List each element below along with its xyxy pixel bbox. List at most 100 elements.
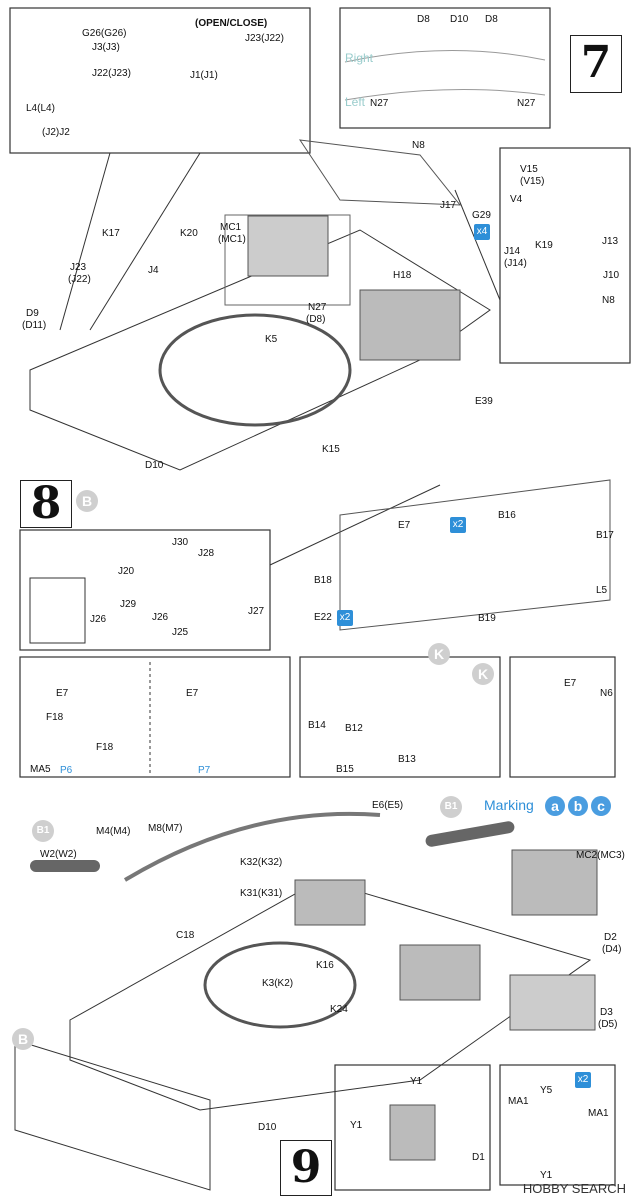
marking-option-b: b: [568, 796, 588, 816]
watermark: HOBBY SEARCH: [522, 1181, 626, 1196]
part-label: W2(W2): [40, 849, 77, 860]
part-label: J22(J23): [92, 68, 131, 79]
step-7-number: 7: [570, 35, 622, 93]
part-label: N8: [412, 140, 425, 151]
part-label: E39: [475, 396, 493, 407]
part-label: K19: [535, 240, 553, 251]
marking-option-a: a: [545, 796, 565, 816]
part-label: J27: [248, 606, 265, 617]
part-label: J26: [90, 614, 107, 625]
part-label: (J22): [68, 274, 91, 285]
part-label: J25: [172, 627, 189, 638]
part-label: Y1: [350, 1120, 363, 1131]
part-label: J3(J3): [92, 42, 120, 53]
part-label: E7: [186, 688, 199, 699]
sub-assembly-k-inset: K: [472, 663, 494, 685]
part-label: N27: [517, 98, 536, 109]
part-label: (D5): [598, 1019, 618, 1030]
part-label: J28: [198, 548, 215, 559]
part-label: J4: [148, 265, 159, 276]
part-label: D10: [145, 460, 164, 471]
part-label: J20: [118, 566, 135, 577]
rail-left-label: Left: [345, 95, 366, 109]
part-label: D9: [26, 308, 39, 319]
part-label: B16: [498, 510, 516, 521]
part-label: MA1: [508, 1096, 529, 1107]
part-label: D2: [604, 932, 617, 943]
part-label: E7: [564, 678, 577, 689]
part-label: K16: [316, 960, 334, 971]
part-label: J26: [152, 612, 169, 623]
rail-right-label: Right: [345, 51, 374, 65]
part-label: MC1: [220, 222, 242, 233]
part-label: K17: [102, 228, 120, 239]
part-label: J13: [602, 236, 619, 247]
part-label: B18: [314, 575, 332, 586]
part-label: N6: [600, 688, 613, 699]
part-label: L5: [596, 585, 608, 596]
part-label: D1: [472, 1152, 485, 1163]
part-label: B15: [336, 764, 354, 775]
part-label: N27: [308, 302, 327, 313]
sub-assembly-k: K: [428, 643, 450, 665]
part-label: M4(M4): [96, 826, 131, 837]
part-label: J10: [603, 270, 620, 281]
part-label: N27: [370, 98, 389, 109]
part-label: G26(G26): [82, 28, 127, 39]
part-label: D10: [450, 14, 469, 25]
part-label: D8: [485, 14, 498, 25]
part-label: MC2(MC3): [576, 850, 625, 861]
marking-label: Marking: [484, 797, 534, 813]
part-label: J17: [440, 200, 457, 211]
part-label: K32(K32): [240, 857, 283, 868]
sub-assembly-b1-left: B1: [32, 820, 54, 842]
marking-option-c: c: [591, 796, 611, 816]
part-label: F18: [96, 742, 114, 753]
part-label: (J14): [504, 258, 527, 269]
part-label: E22: [314, 612, 332, 623]
part-label: Y1: [540, 1170, 553, 1181]
paint-label: P7: [198, 765, 211, 776]
part-label: J30: [172, 537, 189, 548]
part-label: J23: [70, 262, 87, 273]
part-label: N8: [602, 295, 615, 306]
part-label: J14: [504, 246, 521, 257]
open-close-label: (OPEN/CLOSE): [195, 18, 268, 29]
part-label: J29: [120, 599, 137, 610]
sub-assembly-b: B: [76, 490, 98, 512]
part-label: (D4): [602, 944, 622, 955]
part-label: H18: [393, 270, 412, 281]
paint-label: P6: [60, 765, 73, 776]
part-label: B17: [596, 530, 614, 541]
part-label: B12: [345, 723, 363, 734]
part-label: (D11): [22, 320, 47, 331]
part-label: (D8): [306, 314, 326, 325]
part-label: (V15): [520, 176, 545, 187]
part-label: K24: [330, 1004, 348, 1015]
part-label: E7: [56, 688, 69, 699]
part-label: K20: [180, 228, 198, 239]
part-label: (J2)J2: [42, 127, 70, 138]
part-label: J1(J1): [190, 70, 218, 81]
quantity-x2-icon: x2: [450, 517, 466, 533]
part-label: G29: [472, 210, 491, 221]
part-label: MA1: [588, 1108, 609, 1119]
part-label: E7: [398, 520, 411, 531]
sub-assembly-b-bottom: B: [12, 1028, 34, 1050]
part-label: (MC1): [218, 234, 246, 245]
part-label: D3: [600, 1007, 613, 1018]
part-label: B13: [398, 754, 416, 765]
part-label: K31(K31): [240, 888, 283, 899]
quantity-x2-icon: x2: [337, 610, 353, 626]
part-label: B19: [478, 613, 496, 624]
quantity-x2-icon: x2: [575, 1072, 591, 1088]
step-9-number: 9: [280, 1140, 332, 1196]
part-label: E6(E5): [372, 800, 404, 811]
part-label: J23(J22): [245, 33, 284, 44]
part-label: D10: [258, 1122, 277, 1133]
part-label: D8: [417, 14, 430, 25]
part-label: MA5: [30, 764, 51, 775]
part-label: C18: [176, 930, 195, 941]
part-label: M8(M7): [148, 823, 183, 834]
